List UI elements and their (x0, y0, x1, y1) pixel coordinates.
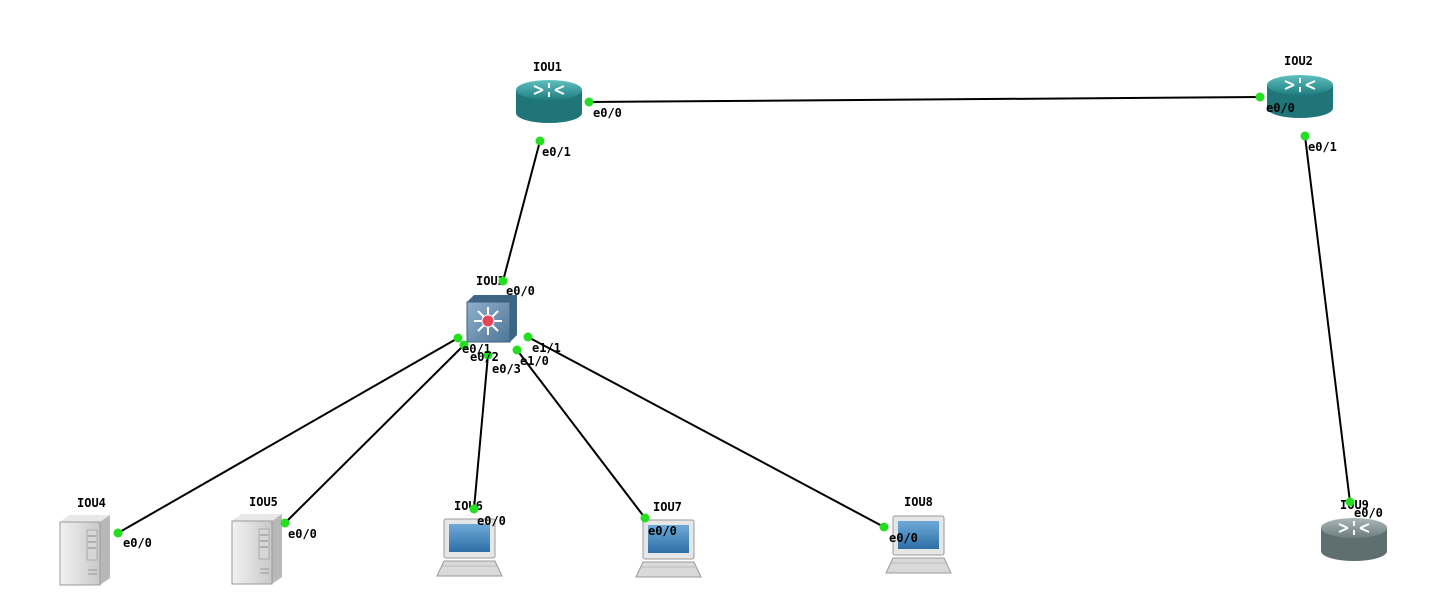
port-label-iou7-e0-0: e0/0 (648, 524, 677, 538)
port-label-iou3-e0-1: e0/1 (462, 342, 491, 356)
link-iou3-iou4[interactable] (117, 337, 459, 534)
node-label-iou6: IOU6 (454, 499, 483, 513)
port-label-iou1-e0-0: e0/0 (593, 106, 622, 120)
link-iou2-iou9[interactable] (1304, 135, 1351, 503)
port-label-iou2-e0-1: e0/1 (1308, 140, 1337, 154)
router-icon (516, 80, 582, 123)
router-gray-icon (1321, 518, 1387, 561)
port-dot[interactable] (483, 350, 493, 360)
port-dot[interactable] (640, 513, 650, 523)
node-iou4[interactable]: IOU4 (59, 496, 110, 586)
node-iou7[interactable]: IOU7 (635, 500, 702, 578)
port-label-iou5-e0-0: e0/0 (288, 527, 317, 541)
multilayer-switch-icon (466, 295, 517, 343)
port-label-iou3-e0-0: e0/0 (506, 284, 535, 298)
node-label-iou5: IOU5 (249, 495, 278, 509)
server-icon (231, 514, 282, 585)
node-label-iou8: IOU8 (904, 495, 933, 509)
node-label-iou7: IOU7 (653, 500, 682, 514)
port-dot[interactable] (523, 332, 533, 342)
port-label-iou2-e0-0: e0/0 (1266, 101, 1295, 115)
port-dot[interactable] (1255, 92, 1265, 102)
link-iou3-iou8[interactable] (527, 336, 885, 528)
link-iou3-iou6[interactable] (473, 354, 489, 510)
node-iou1[interactable]: IOU1 (516, 60, 582, 123)
port-label-iou4-e0-0: e0/0 (123, 536, 152, 550)
port-dot[interactable] (280, 518, 290, 528)
node-label-iou2: IOU2 (1284, 54, 1313, 68)
node-iou3[interactable]: IOU3 (466, 274, 517, 343)
port-label-iou3-e1-0: e1/0 (520, 354, 549, 368)
node-label-iou4: IOU4 (77, 496, 106, 510)
node-iou6[interactable]: IOU6 (436, 499, 503, 577)
node-iou2[interactable]: IOU2 (1267, 54, 1333, 118)
port-dot[interactable] (113, 528, 123, 538)
port-dot[interactable] (498, 276, 508, 286)
port-label-iou3-e1-1: e1/1 (532, 341, 561, 355)
router-icon (1267, 75, 1333, 118)
port-label-iou9-e0-0: e0/0 (1354, 506, 1383, 520)
port-dot[interactable] (459, 340, 469, 350)
node-iou5[interactable]: IOU5 (231, 495, 282, 585)
link-iou3-iou5[interactable] (284, 344, 465, 524)
port-dot[interactable] (512, 345, 522, 355)
node-label-iou3: IOU3 (476, 274, 505, 288)
port-dot[interactable] (535, 136, 545, 146)
laptop-icon (436, 518, 503, 577)
port-label-iou6-e0-0: e0/0 (477, 514, 506, 528)
links (117, 96, 1351, 534)
laptop-icon (885, 515, 952, 574)
port-label-iou8-e0-0: e0/0 (889, 531, 918, 545)
node-iou9[interactable]: IOU9 (1321, 498, 1387, 561)
node-label-iou1: IOU1 (533, 60, 562, 74)
port-dot[interactable] (1300, 131, 1310, 141)
port-dot[interactable] (879, 522, 889, 532)
port-label-iou1-e0-1: e0/1 (542, 145, 571, 159)
laptop-icon (635, 519, 702, 578)
link-iou3-iou7[interactable] (516, 349, 646, 519)
port-dot[interactable] (584, 97, 594, 107)
link-iou1-iou3[interactable] (502, 140, 541, 282)
port-dots (113, 92, 1355, 538)
server-icon (59, 515, 110, 586)
port-dot[interactable] (469, 504, 479, 514)
port-label-iou3-e0-2: e0/2 (470, 350, 499, 364)
port-dot[interactable] (453, 333, 463, 343)
node-iou8[interactable]: IOU8 (885, 495, 952, 574)
link-iou1-iou2[interactable] (588, 96, 1261, 103)
port-label-iou3-e0-3: e0/3 (492, 362, 521, 376)
port-dot[interactable] (1345, 497, 1355, 507)
port-labels: e0/0 e0/0 e0/1 e0/0 e0/1 e0/0 e0/1 e0/0 … (123, 101, 1383, 550)
